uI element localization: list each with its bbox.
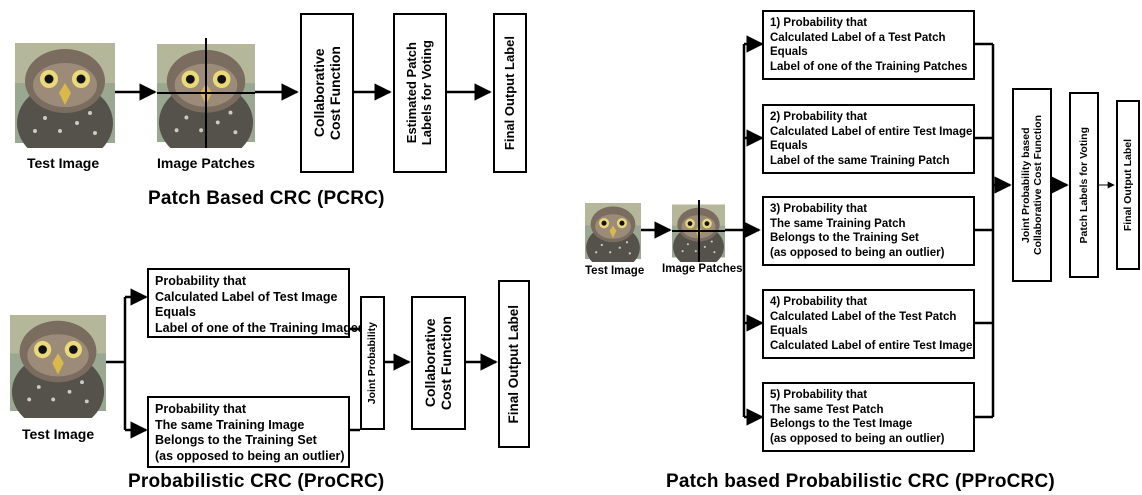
procrc-box-top-line3: Equals [155, 305, 196, 319]
procrc-box-top-line4: Label of one of the Training Images [155, 320, 365, 335]
pprocrc-box-4-line3: Equals [770, 325, 808, 338]
pprocrc-box-2-line1: 2) Probability that [770, 111, 868, 123]
pprocrc-box-5-line3: Belongs to the Test Image [770, 418, 913, 431]
pprocrc-final-label-box: Final Output Label [1116, 100, 1140, 270]
pprocrc-joint-cost-box: Joint Probability based Collaborative Co… [1012, 88, 1052, 282]
pprocrc-box-2-line4: Label of the same Training Patch [770, 155, 950, 168]
procrc-test-image [10, 308, 106, 418]
pprocrc-patches-label: Image Patches [662, 263, 743, 275]
pprocrc-box-3-line1: 3) Probability that [770, 203, 868, 215]
pprocrc-box-1-line4: Label of one of the Training Patches [770, 61, 968, 74]
pcrc-test-image-label: Test Image [27, 155, 100, 171]
pcrc-patch-divider-h [157, 92, 255, 94]
pcrc-test-image [15, 38, 115, 148]
pprocrc-box-4: 4) Probability that Calculated Label of … [762, 289, 975, 359]
procrc-box-label-match: Probability that Calculated Label of Tes… [147, 268, 365, 338]
pprocrc-test-image-label: Test Image [585, 265, 645, 277]
pprocrc-final-label: Final Output Label [1121, 138, 1134, 232]
pprocrc-box-3: 3) Probability that The same Training Pa… [762, 196, 975, 266]
pcrc-final-label: Final Output Label [501, 35, 517, 151]
pprocrc-box-2: 2) Probability that Calculated Label of … [762, 104, 975, 174]
procrc-box-training-set: Probability that The same Training Image… [147, 396, 350, 468]
procrc-final-label: Final Output Label [506, 304, 522, 424]
pprocrc-box-5-line2: The same Test Patch [770, 403, 884, 416]
pprocrc-title: Patch based Probabilistic CRC (PProCRC) [666, 471, 1055, 492]
pcrc-cost-function-box: Collaborative Cost Function [300, 13, 354, 173]
pprocrc-test-image [585, 200, 641, 262]
pcrc-cost-function-line2: Cost Function [327, 45, 343, 141]
procrc-box-bottom-line1: Probability that [155, 402, 246, 416]
procrc-cost-function-line1: Collaborative [422, 318, 439, 408]
pprocrc-box-5-line1: 5) Probability that [770, 389, 868, 401]
procrc-box-bottom-line4: (as opposed to being an outlier) [155, 448, 345, 463]
pprocrc-joint-cost-line2: Collaborative Cost Function [1032, 114, 1044, 255]
procrc-joint-probability: Joint Probability [366, 321, 379, 405]
procrc-box-bottom-line3: Belongs to the Training Set [155, 433, 317, 447]
procrc-box-top-line1: Probability that [155, 274, 246, 288]
procrc-box-top-line2: Calculated Label of Test Image [155, 289, 338, 304]
procrc-title: Probabilistic CRC (ProCRC) [128, 471, 385, 492]
pprocrc-box-5: 5) Probability that The same Test Patch … [762, 382, 975, 452]
pprocrc-box-3-line4: (as opposed to being an outlier) [770, 247, 945, 260]
pprocrc-box-4-line2: Calculated Label of the Test Patch [770, 310, 957, 323]
pprocrc-patch-divider-h [672, 230, 725, 232]
procrc-test-image-label: Test Image [22, 426, 95, 442]
procrc-joint-probability-box: Joint Probability [360, 296, 385, 430]
pprocrc-box-2-line3: Equals [770, 140, 808, 153]
pcrc-patches-label: Image Patches [157, 155, 256, 171]
pprocrc-box-5-line4: (as opposed to being an outlier) [770, 433, 945, 446]
pprocrc-box-4-line4: Calculated Label of entire Test Image [770, 340, 973, 353]
pprocrc-box-1-line3: Equals [770, 46, 808, 59]
pcrc-estimated-labels-line1: Estimated Patch [404, 42, 420, 144]
pprocrc-patch-labels-box: Patch Labels for Voting [1069, 92, 1099, 278]
pcrc-final-label-box: Final Output Label [493, 13, 527, 173]
pcrc-title: Patch Based CRC (PCRC) [148, 188, 385, 209]
procrc-cost-function-box: Collaborative Cost Function [411, 296, 466, 430]
pprocrc-box-1-line2: Calculated Label of a Test Patch [770, 31, 946, 44]
pcrc-estimated-labels-line2: Labels for Voting [419, 40, 434, 146]
procrc-box-bottom-line2: The same Training Image [155, 417, 305, 432]
pprocrc-box-1-line1: 1) Probability that [770, 17, 868, 29]
pprocrc-box-2-line2: Calculated Label of entire Test Image [770, 125, 973, 138]
pprocrc-patch-labels: Patch Labels for Voting [1077, 126, 1090, 244]
procrc-final-label-box: Final Output Label [498, 280, 530, 448]
pcrc-cost-function-line1: Collaborative [310, 48, 327, 138]
pprocrc-box-4-line1: 4) Probability that [770, 296, 868, 308]
procrc-cost-function-line2: Cost Function [438, 315, 455, 411]
pprocrc-box-3-line2: The same Training Patch [770, 217, 906, 230]
pprocrc-joint-cost-line1: Joint Probability based [1019, 127, 1032, 243]
pprocrc-box-3-line3: Belongs to the Training Set [770, 232, 919, 245]
pprocrc-box-1: 1) Probability that Calculated Label of … [762, 10, 975, 80]
pcrc-estimated-labels-box: Estimated Patch Labels for Voting [393, 13, 447, 173]
